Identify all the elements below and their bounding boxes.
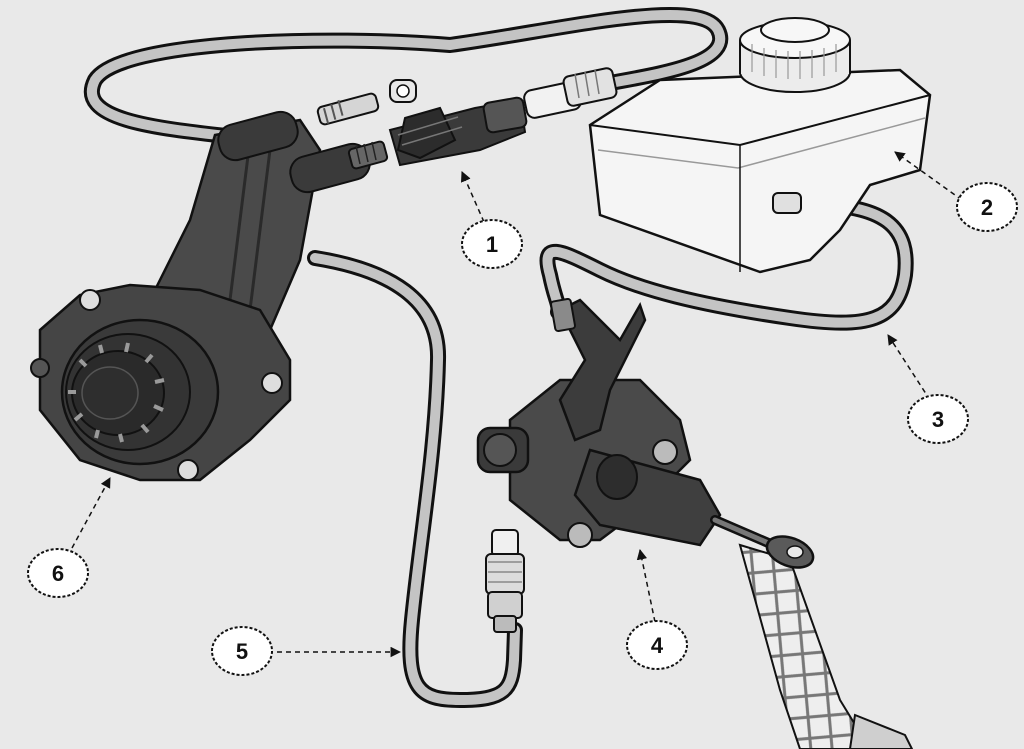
fluid-reservoir <box>588 17 932 274</box>
bearing-teeth <box>68 342 165 443</box>
leader-6 <box>71 477 111 549</box>
callout-5: 5 <box>211 626 273 676</box>
callout-1: 1 <box>461 219 523 269</box>
master-cylinder-knob <box>476 426 530 474</box>
callout-2: 2 <box>956 182 1018 232</box>
callout-2-label: 2 <box>981 195 993 220</box>
white-connector <box>523 67 618 119</box>
slave-inlet-stub <box>217 110 299 162</box>
dust-cap <box>389 79 417 103</box>
pushrod <box>710 515 815 569</box>
callout-3: 3 <box>907 394 969 444</box>
concentric-slave-cylinder <box>30 110 389 482</box>
clutch-master-cylinder <box>476 297 815 569</box>
supply-hose-top <box>84 7 729 153</box>
reservoir-outlet <box>772 192 802 214</box>
leader-3 <box>887 334 931 401</box>
coupling-body <box>388 96 528 167</box>
reservoir-cap <box>739 17 851 93</box>
bleed-nipple <box>316 92 380 126</box>
callout-6-label: 6 <box>52 561 64 586</box>
callout-4: 4 <box>626 620 688 670</box>
line-end-fitting <box>485 529 525 633</box>
callout-5-label: 5 <box>236 639 248 664</box>
callout-4-label: 4 <box>651 633 664 658</box>
callout-1-label: 1 <box>486 232 498 257</box>
leader-4 <box>636 548 656 623</box>
callout-6: 6 <box>27 548 89 598</box>
clutch-line-hose <box>307 250 523 709</box>
leader-lines <box>71 151 963 658</box>
callout-3-label: 3 <box>932 407 944 432</box>
slave-bleed-stub <box>289 140 389 194</box>
reservoir-to-master-hose <box>539 196 914 331</box>
clutch-pedal <box>738 543 914 749</box>
leader-2 <box>894 151 963 201</box>
quick-release-coupling <box>316 67 618 167</box>
leader-1 <box>461 171 485 223</box>
